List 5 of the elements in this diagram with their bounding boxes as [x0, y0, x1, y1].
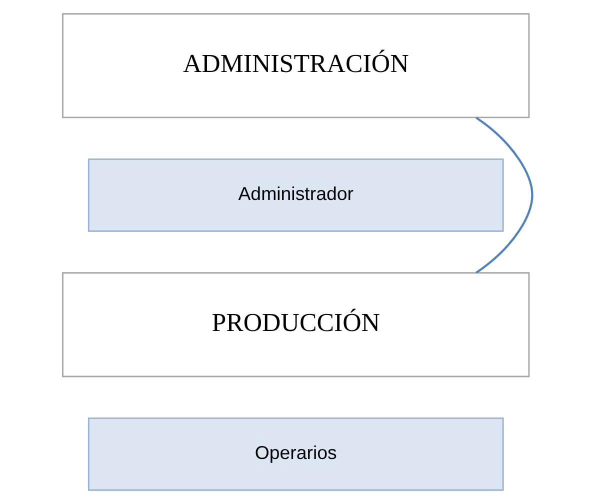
node-box: ADMINISTRACIÓN: [62, 13, 530, 118]
connector: [475, 116, 533, 274]
node-box: Administrador: [87, 158, 504, 232]
node-box: Operarios: [87, 417, 504, 491]
node-box: PRODUCCIÓN: [62, 272, 530, 378]
